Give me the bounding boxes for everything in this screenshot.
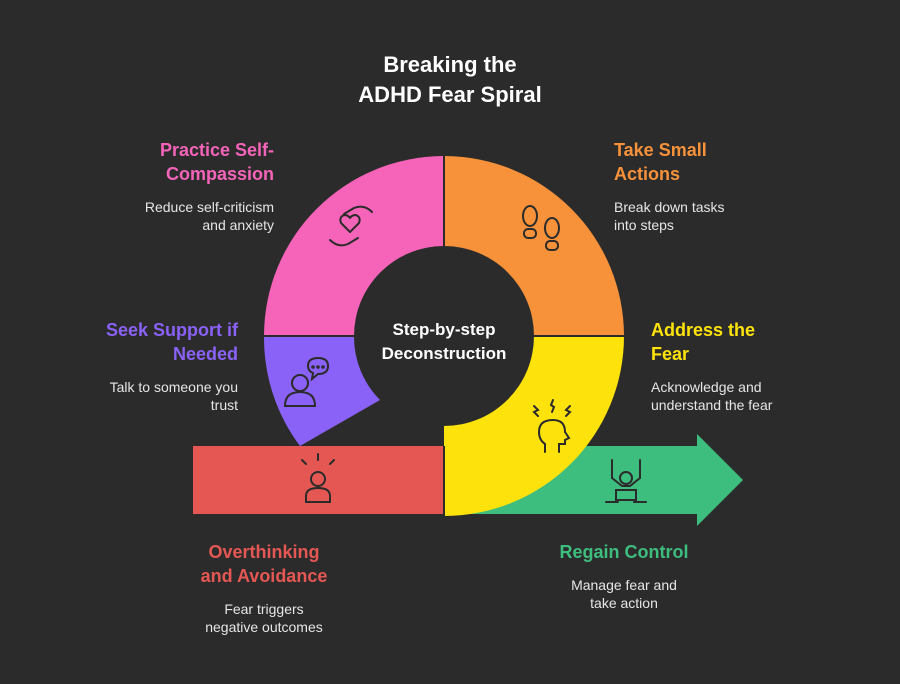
step-control-title-1: Regain Control — [559, 542, 689, 562]
step-overthinking-desc: Fear triggers negative outcomes — [164, 600, 364, 636]
heart-hands-icon — [329, 205, 373, 247]
step-support-desc-2: trust — [210, 397, 238, 413]
step-actions-desc-2: into steps — [614, 217, 674, 233]
step-fear-title: Address the Fear — [651, 318, 851, 366]
segment-seek-support — [263, 336, 380, 446]
step-fear-desc-2: understand the fear — [651, 397, 773, 413]
step-actions-title: Take Small Actions — [614, 138, 814, 186]
step-compassion-title-2: Compassion — [165, 164, 274, 184]
segment-self-compassion — [264, 156, 444, 336]
stressed-head-icon — [532, 399, 572, 453]
step-overthinking-title-2: and Avoidance — [200, 566, 328, 586]
title-line-1: Breaking the — [383, 52, 517, 77]
step-compassion-title-1: Practice Self- — [159, 140, 274, 160]
segment-dividers — [264, 156, 624, 516]
step-support-desc-1: Talk to someone you — [109, 379, 238, 395]
step-compassion-desc-1: Reduce self-criticism — [144, 199, 274, 215]
step-fear-desc: Acknowledge and understand the fear — [651, 378, 851, 414]
step-actions-desc-1: Break down tasks — [614, 199, 725, 215]
step-actions-title-2: Actions — [614, 164, 681, 184]
step-support-title-1: Seek Support if — [105, 320, 238, 340]
step-support-title: Seek Support if Needed — [38, 318, 238, 366]
step-control-desc: Manage fear and take action — [524, 576, 724, 612]
center-line-1: Step-by-step — [392, 320, 496, 339]
step-actions-title-1: Take Small — [614, 140, 707, 160]
stressed-person-icon — [301, 453, 335, 503]
puppet-freed-icon — [605, 459, 647, 503]
step-overthinking-title-1: Overthinking — [208, 542, 320, 562]
step-actions-desc: Break down tasks into steps — [614, 198, 814, 234]
segment-address-fear — [444, 336, 624, 516]
step-control-title: Regain Control — [524, 540, 724, 564]
step-compassion-desc: Reduce self-criticism and anxiety — [74, 198, 274, 234]
step-fear-title-2: Fear — [651, 344, 690, 364]
diagram-title: Breaking the ADHD Fear Spiral — [250, 50, 650, 110]
footprints-icon — [522, 205, 560, 251]
step-support-desc: Talk to someone you trust — [38, 378, 238, 414]
step-overthinking-desc-2: negative outcomes — [205, 619, 323, 635]
step-overthinking-title: Overthinking and Avoidance — [164, 540, 364, 588]
step-fear-desc-1: Acknowledge and — [651, 379, 762, 395]
center-label: Step-by-step Deconstruction — [344, 318, 544, 366]
step-control-desc-1: Manage fear and — [571, 577, 677, 593]
step-overthinking-desc-1: Fear triggers — [224, 601, 304, 617]
step-fear-title-1: Address the — [651, 320, 756, 340]
person-chat-icon — [283, 356, 330, 407]
step-compassion-title: Practice Self- Compassion — [74, 138, 274, 186]
step-control-desc-2: take action — [590, 595, 658, 611]
segment-take-small-actions — [444, 156, 624, 336]
title-line-2: ADHD Fear Spiral — [358, 82, 542, 107]
step-support-title-2: Needed — [172, 344, 238, 364]
step-compassion-desc-2: and anxiety — [202, 217, 274, 233]
center-line-2: Deconstruction — [381, 344, 507, 363]
